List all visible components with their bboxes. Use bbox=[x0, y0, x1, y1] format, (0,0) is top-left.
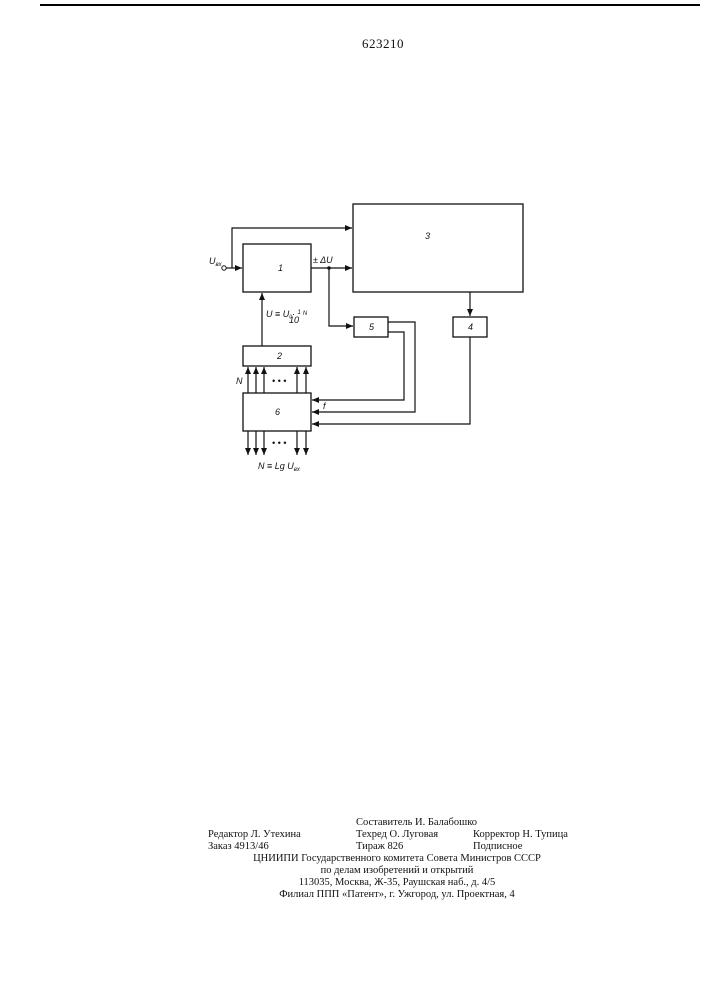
block-6-number: 6 bbox=[275, 407, 280, 417]
block-1 bbox=[243, 244, 311, 292]
footer-techred: Техред О. Луговая bbox=[356, 830, 438, 841]
output-formula-label: N ≡ Lg Uвх bbox=[258, 461, 301, 473]
branch-to-block5-line bbox=[329, 268, 353, 326]
block4-to-block6-line bbox=[312, 337, 470, 424]
block-4-number: 4 bbox=[468, 322, 473, 332]
footer-corrector: Корректор Н. Тупица bbox=[473, 830, 568, 841]
feedback-frac-den: 10 bbox=[289, 315, 299, 325]
input-label: Uвх bbox=[209, 256, 223, 268]
footer-order: Заказ 4913/46 bbox=[208, 842, 269, 853]
block5-to-block6-line-b bbox=[312, 332, 404, 400]
footer-editor: Редактор Л. Утехина bbox=[208, 830, 301, 841]
footer-address: 113035, Москва, Ж-35, Раушская наб., д. … bbox=[227, 878, 567, 889]
n-bus-label: N bbox=[236, 376, 243, 386]
delta-u-label: ± ΔU bbox=[313, 255, 333, 265]
f-label: f bbox=[323, 401, 327, 411]
footer-compiler: Составитель И. Балабошко bbox=[356, 818, 477, 829]
block-3 bbox=[353, 204, 523, 292]
feedback-formula-label: U ≡ U0· 1 N bbox=[266, 309, 308, 321]
footer-subscription: Подписное bbox=[473, 842, 522, 853]
footer-circulation: Тираж 826 bbox=[356, 842, 403, 853]
bus-dots-lower: • • • bbox=[272, 438, 286, 448]
footer-department: по делам изобретений и открытий bbox=[227, 866, 567, 877]
footer-branch: Филиал ППП «Патент», г. Ужгород, ул. Про… bbox=[227, 890, 567, 901]
input-terminal bbox=[222, 266, 226, 270]
footer-institute: ЦНИИПИ Государственного комитета Совета … bbox=[227, 854, 567, 865]
block-1-number: 1 bbox=[278, 263, 283, 273]
block-3-number: 3 bbox=[425, 231, 430, 241]
block-2-number: 2 bbox=[276, 351, 282, 361]
bus-dots-upper: • • • bbox=[272, 376, 286, 386]
